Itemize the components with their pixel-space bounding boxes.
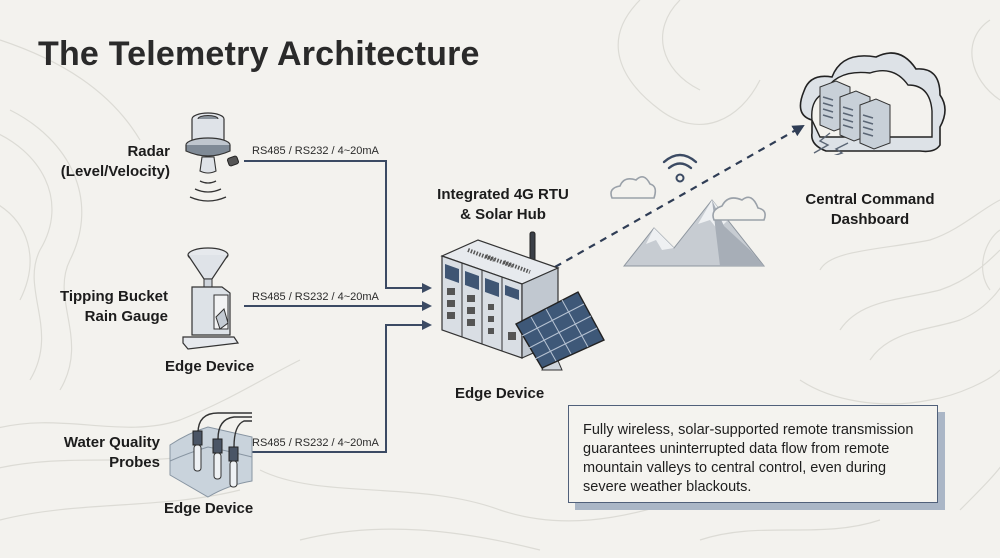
radar-sensor-icon bbox=[185, 112, 240, 202]
wireless-link-dashed bbox=[554, 125, 805, 268]
hub-label: Integrated 4G RTU & Solar Hub bbox=[418, 185, 588, 225]
radar-protocol: RS485 / RS232 / 4~20mA bbox=[252, 145, 379, 157]
cloud-icon bbox=[610, 176, 766, 221]
landscape-decoration bbox=[610, 153, 766, 267]
water-quality-label: Water Quality Probes bbox=[30, 433, 160, 473]
rain-gauge-icon bbox=[182, 247, 240, 350]
water-quality-caption: Edge Device bbox=[164, 500, 254, 517]
rain-gauge-label: Tipping Bucket Rain Gauge bbox=[30, 287, 168, 327]
hub-label-line1: Integrated 4G RTU bbox=[437, 186, 569, 203]
water-quality-protocol: RS485 / RS232 / 4~20mA bbox=[252, 437, 379, 449]
connector-water-quality bbox=[248, 320, 432, 453]
cloud-label-line2: Dashboard bbox=[830, 211, 910, 228]
info-note-text: Fully wireless, solar-supported remote t… bbox=[583, 422, 914, 495]
water-quality-label-line2: Probes bbox=[109, 454, 160, 471]
rain-gauge-label-line2: Rain Gauge bbox=[84, 308, 168, 325]
rain-gauge-caption: Edge Device bbox=[165, 358, 255, 375]
cloud-servers-icon bbox=[799, 52, 946, 155]
rtu-solar-hub-icon bbox=[440, 231, 605, 371]
radar-label-line1: Radar bbox=[127, 143, 170, 160]
cloud-label: Central Command Dashboard bbox=[790, 190, 950, 230]
cloud-label-line1: Central Command bbox=[805, 191, 935, 208]
rain-gauge-label-line1: Tipping Bucket bbox=[59, 288, 168, 305]
radar-label: Radar (Level/Velocity) bbox=[40, 142, 170, 182]
info-note-box: Fully wireless, solar-supported remote t… bbox=[568, 405, 938, 503]
water-quality-label-line1: Water Quality bbox=[63, 434, 160, 451]
radar-label-line2: (Level/Velocity) bbox=[60, 163, 170, 180]
page-title: The Telemetry Architecture bbox=[38, 35, 480, 73]
hub-caption: Edge Device bbox=[455, 385, 545, 402]
water-quality-probes-icon bbox=[169, 412, 253, 498]
connector-radar bbox=[244, 160, 432, 293]
rain-gauge-protocol: RS485 / RS232 / 4~20mA bbox=[252, 291, 379, 303]
hub-label-line2: & Solar Hub bbox=[460, 206, 546, 223]
wifi-signal-icon bbox=[662, 153, 698, 183]
